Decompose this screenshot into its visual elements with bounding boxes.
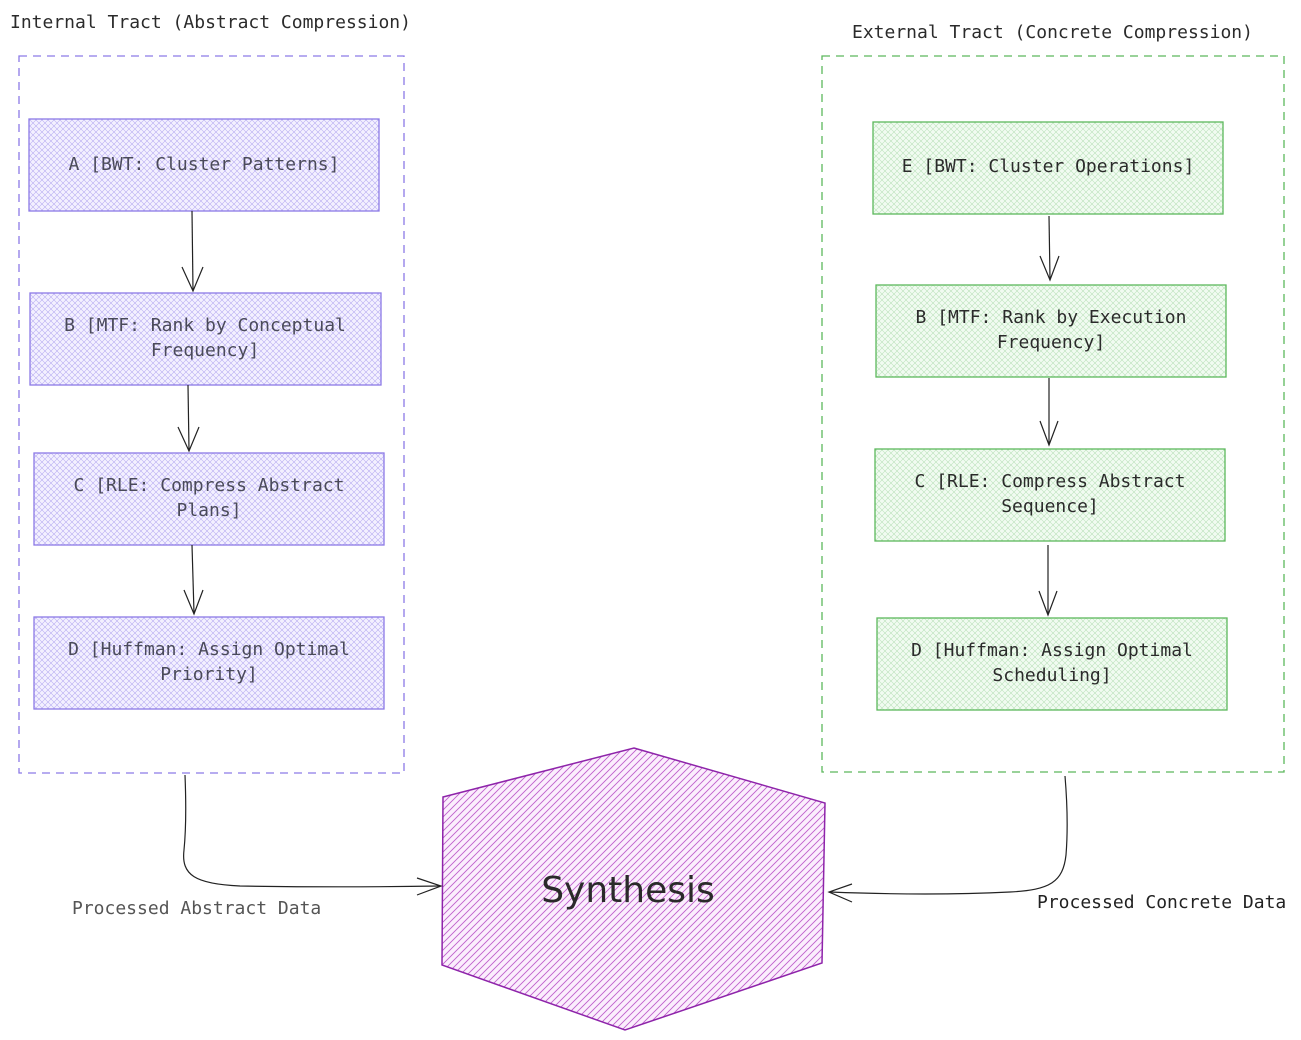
- internal-step-c[interactable]: C [RLE: Compress Abstract Plans]: [33, 452, 385, 546]
- external-step-d-label-line2: Scheduling]: [992, 665, 1111, 686]
- internal-tract-title: Internal Tract (Abstract Compression): [10, 12, 411, 33]
- external-step-b-label-line1: B [MTF: Rank by Execution: [916, 307, 1187, 328]
- external-arrow-e-b: [1039, 215, 1060, 282]
- internal-step-d-label-line1: D [Huffman: Assign Optimal: [68, 639, 350, 660]
- external-output-connector: [827, 775, 1068, 903]
- external-step-b[interactable]: B [MTF: Rank by Execution Frequency]: [875, 284, 1227, 378]
- internal-step-b-label-line2: Frequency]: [151, 340, 259, 361]
- internal-step-c-label-line1: C [RLE: Compress Abstract: [74, 475, 345, 496]
- processed-concrete-label: Processed Concrete Data: [1037, 892, 1286, 913]
- external-step-e-label: E [BWT: Cluster Operations]: [902, 156, 1195, 177]
- internal-step-b[interactable]: B [MTF: Rank by Conceptual Frequency]: [29, 292, 382, 386]
- external-step-b-label-line2: Frequency]: [997, 332, 1105, 353]
- external-arrow-b-c: [1039, 378, 1059, 447]
- internal-step-d-label-line2: Priority]: [160, 664, 258, 685]
- external-step-c[interactable]: C [RLE: Compress Abstract Sequence]: [874, 448, 1226, 542]
- internal-arrow-b-c: [177, 384, 200, 453]
- internal-step-d[interactable]: D [Huffman: Assign Optimal Priority]: [33, 616, 385, 710]
- internal-step-a-label: A [BWT: Cluster Patterns]: [69, 154, 340, 175]
- synthesis-label: Synthesis: [541, 870, 715, 911]
- internal-tract-container: [18, 55, 405, 774]
- internal-output-connector: [183, 774, 443, 896]
- external-tract-title: External Tract (Concrete Compression): [852, 22, 1253, 43]
- processed-abstract-label: Processed Abstract Data: [72, 898, 321, 919]
- external-step-d[interactable]: D [Huffman: Assign Optimal Scheduling]: [876, 617, 1228, 711]
- external-step-e[interactable]: E [BWT: Cluster Operations]: [872, 121, 1224, 215]
- internal-step-a[interactable]: A [BWT: Cluster Patterns]: [28, 118, 380, 212]
- internal-step-c-label-line2: Plans]: [176, 500, 241, 521]
- external-tract-container: [821, 55, 1285, 773]
- internal-arrow-c-d: [183, 544, 204, 616]
- internal-arrow-a-b: [181, 210, 204, 293]
- external-step-d-label-line1: D [Huffman: Assign Optimal: [911, 640, 1193, 661]
- external-step-c-label-line2: Sequence]: [1001, 496, 1099, 517]
- synthesis-node[interactable]: Synthesis: [441, 747, 826, 1031]
- external-step-c-label-line1: C [RLE: Compress Abstract: [915, 471, 1186, 492]
- external-arrow-c-d: [1038, 545, 1058, 617]
- internal-step-b-label-line1: B [MTF: Rank by Conceptual: [64, 315, 346, 336]
